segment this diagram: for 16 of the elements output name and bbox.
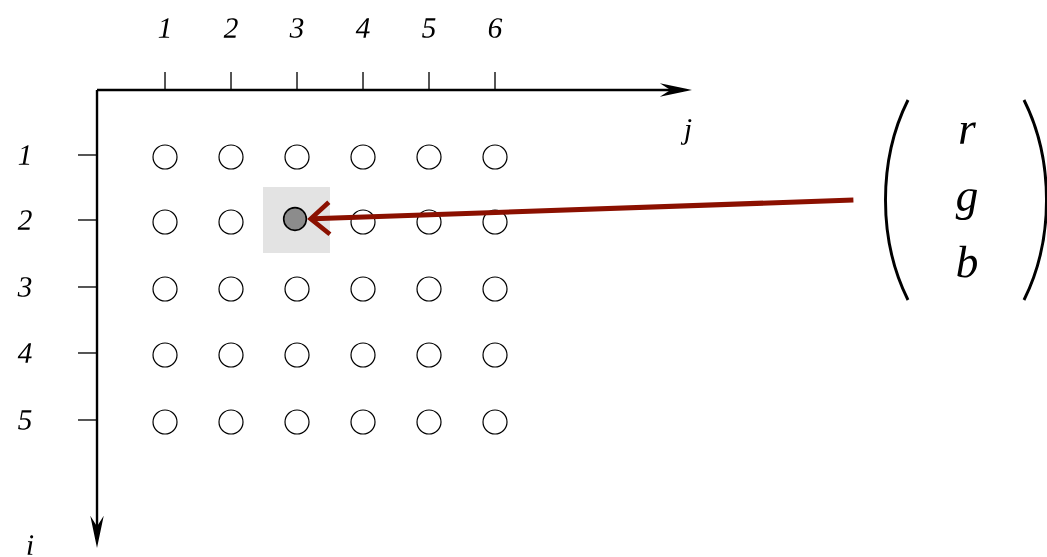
axis-label: 3 bbox=[289, 18, 304, 38]
axis-label: 4 bbox=[355, 18, 370, 38]
axis-label: i bbox=[27, 535, 34, 555]
axis-label: 5 bbox=[18, 410, 32, 430]
column-vector: r g b bbox=[884, 99, 1047, 301]
axis-label: j bbox=[680, 119, 692, 145]
arrow bbox=[307, 197, 854, 237]
axis-label: 3 bbox=[17, 277, 32, 297]
axis-label: 1 bbox=[158, 18, 170, 38]
axis-label: 2 bbox=[17, 210, 32, 230]
axis-label: 1 bbox=[18, 145, 30, 165]
axis-label: 5 bbox=[422, 18, 436, 38]
axis-label: 2 bbox=[223, 18, 238, 38]
pixel-circle bbox=[282, 206, 308, 232]
axis-label: 6 bbox=[488, 18, 503, 38]
axis-label: 4 bbox=[17, 343, 32, 363]
